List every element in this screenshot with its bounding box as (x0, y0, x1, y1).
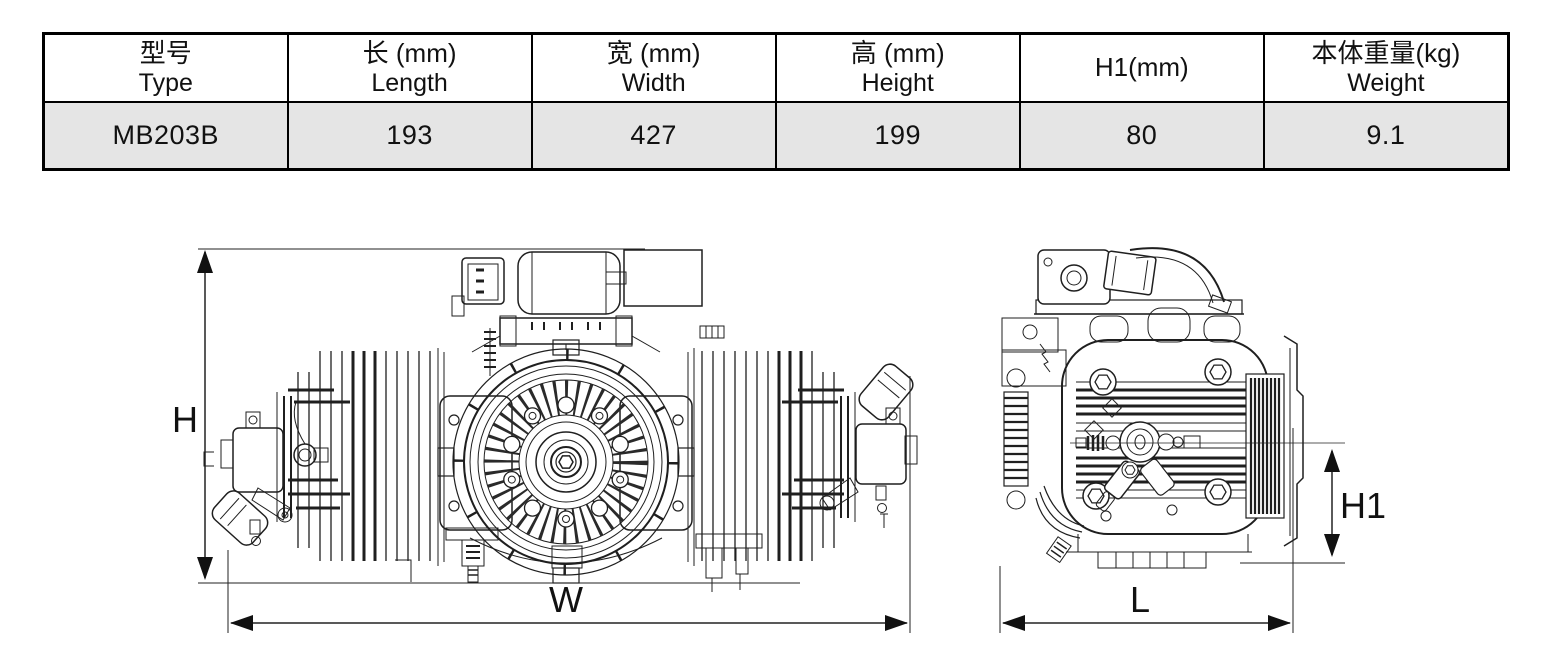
header-height-en: Height (861, 68, 934, 97)
right-carburetor (819, 363, 918, 528)
header-length-en: Length (371, 68, 448, 97)
fan-flywheel (437, 339, 695, 584)
col-header-weight: 本体重量(kg) Weight (1262, 32, 1510, 103)
col-header-h1: H1(mm) (1018, 32, 1265, 103)
top-equipment (451, 249, 725, 376)
header-row: 型号 Type 长 (mm) Length 宽 (mm) Width 高 (mm… (42, 32, 1510, 103)
cell-h1: 80 (1018, 100, 1265, 171)
dim-label-l: L (1130, 579, 1150, 620)
left-cylinder-fins (276, 348, 445, 566)
header-weight-zh: 本体重量(kg) (1311, 37, 1461, 68)
header-weight-en: Weight (1347, 68, 1425, 97)
col-header-length: 长 (mm) Length (286, 32, 533, 103)
cell-height: 199 (774, 100, 1021, 171)
header-width-en: Width (621, 68, 686, 97)
side-view-drawing (1001, 247, 1304, 569)
front-view-drawing (203, 249, 918, 592)
side-drum-cover (1245, 335, 1304, 547)
cell-length: 193 (286, 100, 533, 171)
side-main-body (1061, 339, 1269, 535)
spec-table: 型号 Type 长 (mm) Length 宽 (mm) Width 高 (mm… (42, 32, 1510, 171)
col-header-height: 高 (mm) Height (774, 32, 1021, 103)
dim-label-h: H (172, 399, 198, 440)
right-cylinder-fins (687, 348, 856, 566)
header-h1-label: H1(mm) (1094, 52, 1189, 83)
cell-weight: 9.1 (1262, 100, 1510, 171)
cell-width: 427 (530, 100, 777, 171)
table-row: MB203B 193 427 199 80 9.1 (42, 100, 1510, 171)
header-width-zh: 宽 (mm) (606, 37, 701, 68)
header-height-zh: 高 (mm) (850, 37, 945, 68)
side-top-equipment (1034, 247, 1244, 343)
col-header-width: 宽 (mm) Width (530, 32, 777, 103)
side-bottom (1035, 485, 1252, 569)
col-header-type: 型号 Type (42, 32, 289, 103)
bottom-mounts (395, 527, 763, 592)
left-carburetor (203, 411, 293, 546)
cell-type: MB203B (42, 100, 289, 171)
dim-label-h1: H1 (1340, 485, 1386, 526)
header-type-en: Type (138, 68, 193, 97)
side-view-dimensions: H1 L (999, 428, 1386, 633)
side-gear-section (1001, 317, 1067, 510)
dim-label-w: W (549, 579, 583, 620)
header-type-zh: 型号 (139, 37, 192, 68)
front-view-dimensions: H W (172, 248, 911, 633)
header-length-zh: 长 (mm) (362, 37, 457, 68)
